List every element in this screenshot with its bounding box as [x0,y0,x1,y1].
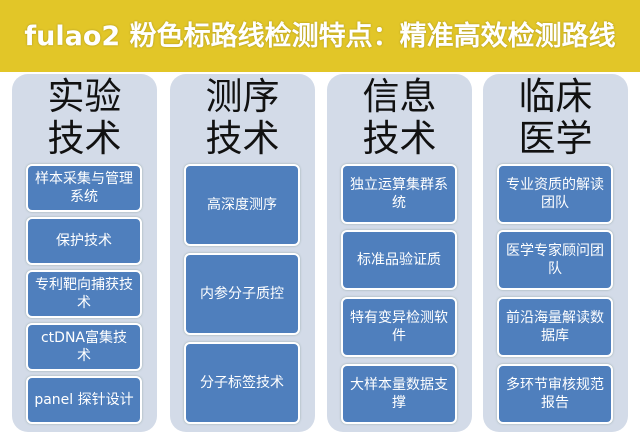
item-box: 样本采集与管理系统 [26,164,142,212]
item-box: panel 探针设计 [26,376,142,424]
column-title: 信息 技术 [362,75,437,160]
item-box: 分子标签技术 [184,342,300,424]
column-title: 测序 技术 [205,75,280,160]
item-box: 专业资质的解读团队 [497,164,613,224]
column-sequencing-tech: 测序 技术 高深度测序 内参分子质控 分子标签技术 [170,74,315,432]
column-info-tech: 信息 技术 独立运算集群系统 标准品验证质 特有变异检测软件 大样本量数据支撑 [327,74,472,432]
item-box: 专利靶向捕获技术 [26,270,142,318]
column-title: 实验 技术 [47,75,122,160]
item-box: 前沿海量解读数据库 [497,297,613,357]
column-title: 临床 医学 [518,75,593,160]
item-box: 保护技术 [26,217,142,265]
item-box: 多环节审核规范报告 [497,364,613,424]
item-box: ctDNA富集技术 [26,323,142,371]
column-clinical: 临床 医学 专业资质的解读团队 医学专家顾问团队 前沿海量解读数据库 多环节审核… [483,74,628,432]
item-box: 独立运算集群系统 [341,164,457,224]
title-banner: fulao2 粉色标路线检测特点：精准高效检测路线 [0,0,640,72]
item-box: 高深度测序 [184,164,300,246]
item-box: 医学专家顾问团队 [497,230,613,290]
item-box: 标准品验证质 [341,230,457,290]
banner-title: fulao2 粉色标路线检测特点：精准高效检测路线 [24,20,616,52]
column-lab-tech: 实验 技术 样本采集与管理系统 保护技术 专利靶向捕获技术 ctDNA富集技术 … [12,74,157,432]
item-box: 大样本量数据支撑 [341,364,457,424]
item-box: 内参分子质控 [184,253,300,335]
item-box: 特有变异检测软件 [341,297,457,357]
